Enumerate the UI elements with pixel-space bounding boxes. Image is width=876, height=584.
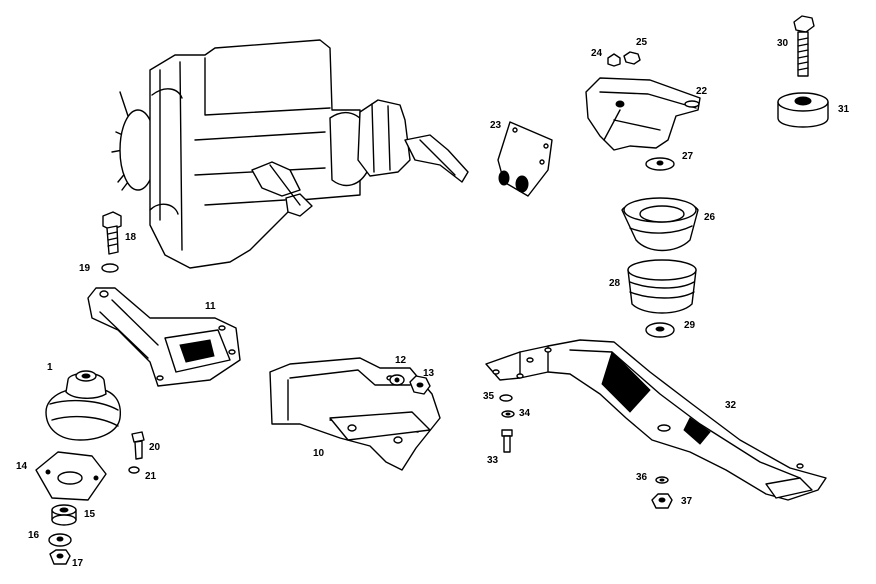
label-part-19: 19 (79, 263, 91, 274)
label-part-20: 20 (149, 442, 161, 453)
label-part-11: 11 (205, 301, 216, 312)
label-part-15: 15 (84, 509, 96, 520)
washer-36 (655, 476, 669, 484)
label-part-10: 10 (313, 448, 325, 459)
label-part-13: 13 (423, 368, 435, 379)
label-part-37: 37 (681, 496, 693, 507)
label-part-27: 27 (682, 151, 694, 162)
label-part-25: 25 (636, 37, 648, 48)
label-part-24: 24 (591, 48, 603, 59)
label-part-22: 22 (696, 86, 708, 97)
label-part-28: 28 (609, 278, 621, 289)
label-part-29: 29 (684, 320, 696, 331)
label-part-30: 30 (777, 38, 789, 49)
crossmember-32 (485, 339, 827, 501)
label-part-36: 36 (636, 472, 648, 483)
label-part-26: 26 (704, 212, 716, 223)
nut-37 (651, 493, 673, 509)
bolt-20 (131, 431, 145, 460)
label-part-18: 18 (125, 232, 137, 243)
rubber-block-31 (777, 92, 829, 128)
washer-16 (48, 533, 72, 547)
label-part-32: 32 (725, 400, 737, 411)
label-part-1: 1 (47, 362, 53, 373)
label-part-23: 23 (490, 120, 502, 131)
nut-13 (409, 375, 431, 395)
bracket-22 (585, 77, 701, 151)
bolt-30 (793, 15, 815, 77)
label-part-33: 33 (487, 455, 499, 466)
nut-17 (49, 549, 71, 565)
engine-gearbox-assembly (111, 39, 469, 269)
rear-mount-10 (269, 357, 441, 471)
nut-24 (607, 53, 621, 67)
rubber-mount-1 (45, 370, 122, 441)
label-part-34: 34 (519, 408, 531, 419)
label-part-12: 12 (395, 355, 407, 366)
washer-21 (128, 466, 140, 474)
spacer-15 (51, 504, 77, 526)
washer-35 (499, 394, 513, 402)
washer-27 (645, 157, 675, 171)
label-part-21: 21 (145, 471, 157, 482)
bolt-33 (501, 429, 513, 453)
washer-12 (389, 374, 405, 386)
label-part-17: 17 (72, 558, 84, 569)
washer-29 (645, 322, 675, 338)
plate-14 (35, 451, 107, 501)
label-part-14: 14 (16, 461, 28, 472)
nut-25 (623, 51, 641, 65)
bolt-18 (102, 211, 122, 255)
bracket-11 (87, 287, 241, 387)
cup-26 (621, 197, 699, 252)
bracket-23 (497, 121, 553, 197)
label-part-35: 35 (483, 391, 495, 402)
label-part-16: 16 (28, 530, 40, 541)
washer-34 (501, 410, 515, 418)
label-part-31: 31 (838, 104, 850, 115)
washer-19 (101, 263, 119, 273)
bellows-28 (627, 259, 697, 314)
